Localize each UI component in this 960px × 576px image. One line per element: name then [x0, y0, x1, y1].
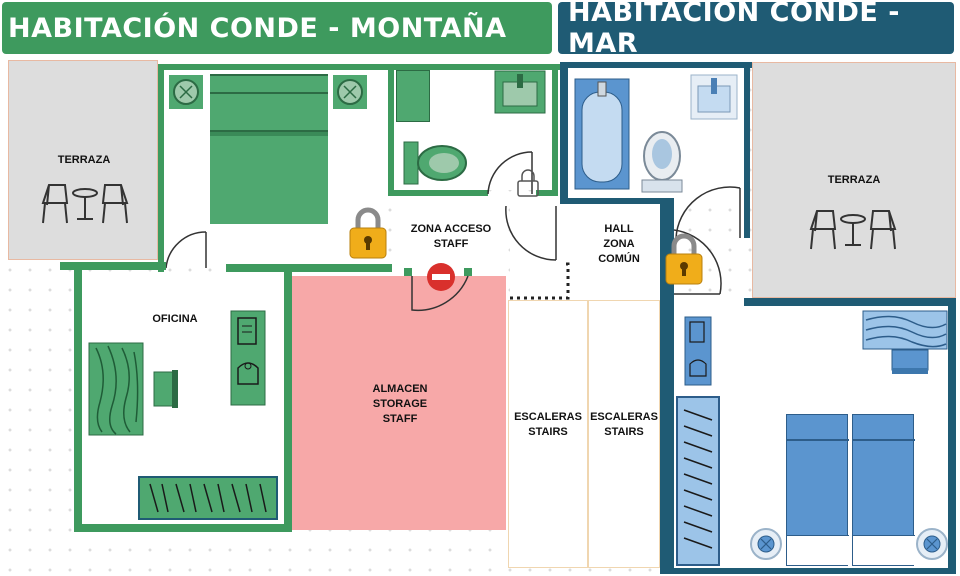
chair-icon	[891, 349, 929, 374]
wall	[74, 524, 290, 532]
table-chairs-icon	[809, 210, 897, 250]
oficina-label: OFICINA	[152, 313, 198, 325]
wall	[226, 264, 392, 272]
terraza-left: TERRAZA	[8, 60, 158, 260]
header-mar: HABITACIÓN CONDE - MAR	[558, 0, 954, 59]
terraza-right: TERRAZA	[752, 62, 956, 298]
bed-icon	[852, 414, 915, 566]
wall	[536, 190, 558, 196]
zona-acceso-staff	[396, 200, 504, 274]
almacen-storage	[292, 276, 506, 530]
wall	[560, 198, 662, 204]
coffee-machine-icon	[684, 316, 712, 386]
sink-icon	[690, 74, 738, 120]
table-chairs-icon	[41, 184, 129, 224]
terraza-left-label: TERRAZA	[57, 154, 111, 166]
zona-acceso-label: ZONA ACCESO STAFF	[410, 223, 492, 250]
door-swing	[673, 229, 722, 295]
bed-icon	[786, 414, 849, 566]
header-montana: HABITACIÓN CONDE - MONTAÑA	[2, 2, 552, 54]
wall	[158, 64, 394, 70]
escaleras-2	[588, 300, 660, 568]
wall	[948, 298, 956, 574]
wall	[388, 64, 394, 194]
coffee-machine-icon	[230, 310, 266, 406]
wall	[744, 62, 750, 238]
terraza-right-label: TERRAZA	[827, 174, 881, 186]
wall	[158, 64, 164, 274]
toilet-icon	[641, 131, 683, 193]
wall	[660, 568, 956, 574]
wall	[404, 268, 412, 276]
wardrobe-icon	[138, 476, 278, 520]
door-swing	[675, 186, 741, 239]
nightstand-lamp-icon	[333, 75, 367, 109]
chair-icon	[153, 370, 178, 408]
sink-icon	[494, 70, 546, 114]
hall-label: HALL ZONA COMÚN	[598, 223, 640, 265]
wall	[660, 198, 674, 574]
wall	[560, 62, 752, 68]
nightstand-lamp-icon	[750, 528, 782, 560]
door-swing	[487, 151, 533, 195]
escaleras-1-label: ESCALERAS STAIRS	[514, 411, 582, 438]
lock-icon	[665, 233, 703, 285]
wall	[744, 298, 956, 306]
wall	[74, 264, 82, 530]
header-mar-text: HABITACIÓN CONDE - MAR	[568, 0, 900, 59]
lock-icon	[349, 207, 387, 259]
wall	[464, 268, 472, 276]
toilet-icon	[403, 141, 467, 185]
desk-icon	[88, 342, 144, 436]
door-swing	[411, 275, 469, 312]
wall	[60, 262, 166, 270]
header-montana-text: HABITACIÓN CONDE - MONTAÑA	[8, 12, 507, 44]
hall-zona-comun	[510, 204, 660, 298]
lock-outline-icon	[517, 169, 539, 197]
wall	[552, 64, 558, 192]
wall	[560, 62, 568, 202]
nightstand-lamp-icon	[916, 528, 948, 560]
door-swing	[165, 231, 207, 269]
nightstand-lamp-icon	[169, 75, 203, 109]
bathtub-icon	[574, 78, 630, 190]
shower-tray	[396, 70, 430, 122]
wall	[284, 272, 292, 532]
bed-icon	[210, 74, 328, 224]
door-swing	[505, 205, 557, 261]
almacen-label: ALMACEN STORAGE STAFF	[372, 383, 428, 425]
escaleras-2-label: ESCALERAS STAIRS	[590, 411, 658, 438]
wall	[394, 64, 562, 70]
wall	[388, 190, 488, 196]
dotted-boundary	[510, 262, 570, 300]
no-entry-icon	[427, 263, 455, 291]
wardrobe-icon	[676, 396, 720, 566]
escaleras-1	[508, 300, 588, 568]
desk-icon	[862, 310, 948, 350]
